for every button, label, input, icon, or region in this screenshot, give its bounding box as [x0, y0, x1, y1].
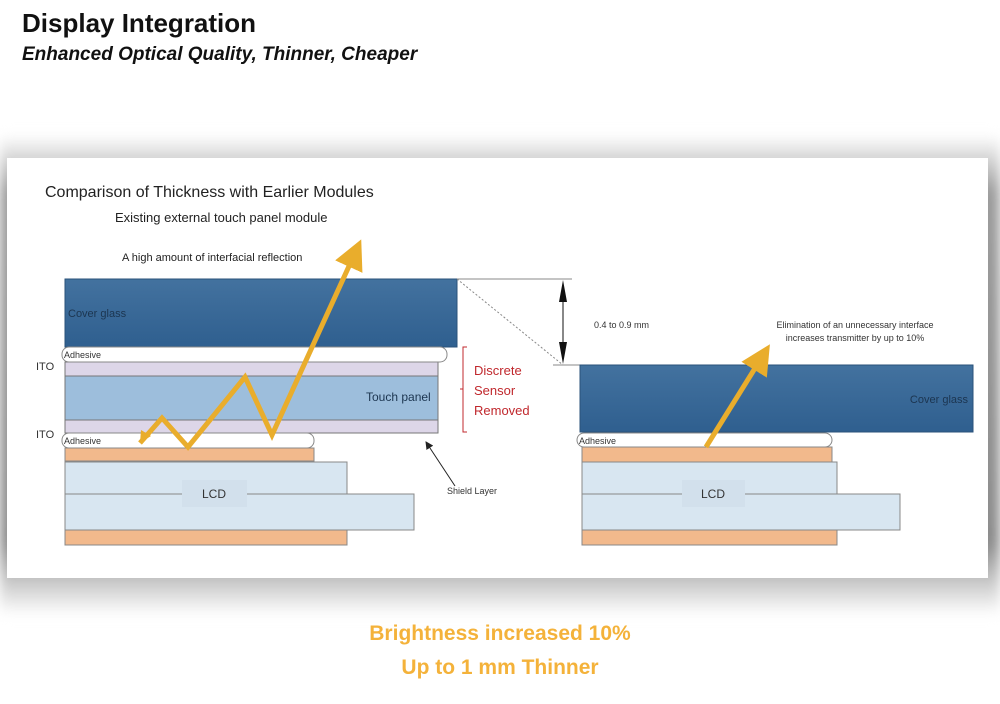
- right-polarizer-bottom: [581, 529, 838, 546]
- discrete-sensor-bracket: [460, 346, 467, 433]
- dimension-arrowheads: [559, 280, 567, 364]
- touch-panel-label: Touch panel: [366, 390, 431, 404]
- reflection-arrowhead: [140, 430, 151, 443]
- dimension-diagonal: [456, 278, 564, 366]
- reflection-note: A high amount of interfacial reflection: [122, 252, 302, 264]
- ito-top-layer: [64, 361, 439, 377]
- right-note-line1: Elimination of an unnecessary interface: [776, 320, 933, 330]
- slide-title: Display Integration: [22, 8, 257, 38]
- adhesive-top-label: Adhesive: [64, 350, 101, 360]
- footer-brightness: Brightness increased 10%: [369, 622, 631, 645]
- shield-layer-label: Shield Layer: [447, 486, 497, 496]
- shield-layer-pointer: [425, 441, 456, 487]
- transmission-arrow: [703, 344, 770, 449]
- footer-thinner: Up to 1 mm Thinner: [401, 656, 599, 679]
- right-polarizer-top: [581, 446, 833, 463]
- right-adhesive-label: Adhesive: [579, 436, 616, 446]
- ito-bottom-label: ITO: [36, 429, 55, 441]
- left-polarizer-bottom: [64, 529, 348, 546]
- right-lcd-label-box: [682, 480, 745, 507]
- left-cover-glass: [64, 278, 458, 348]
- reflection-arrow: [138, 239, 363, 451]
- bracket-label-line3: Removed: [474, 403, 530, 418]
- left-lcd-label: LCD: [202, 487, 226, 501]
- dimension-label: 0.4 to 0.9 mm: [594, 320, 649, 330]
- adhesive-bottom-label: Adhesive: [64, 436, 101, 446]
- right-cover-glass-label: Cover glass: [910, 394, 969, 406]
- left-stack: Cover glass Touch panel Adhesive ITO ITO…: [36, 239, 458, 546]
- right-lcd-label: LCD: [701, 487, 725, 501]
- left-cover-glass-label: Cover glass: [68, 308, 127, 320]
- left-polarizer-top: [64, 447, 315, 462]
- right-stack: Cover glass Adhesive LCD: [576, 344, 974, 546]
- right-note-line2: increases transmitter by up to 10%: [786, 333, 925, 343]
- slide-subtitle: Enhanced Optical Quality, Thinner, Cheap…: [22, 44, 418, 65]
- ito-bottom-layer: [64, 419, 439, 434]
- touch-panel-layer: [64, 375, 439, 421]
- bracket-label-line2: Sensor: [474, 383, 516, 398]
- ito-top-label: ITO: [36, 361, 55, 373]
- diagram-subheading: Existing external touch panel module: [115, 210, 327, 225]
- adhesive-top-layer: [61, 346, 448, 363]
- bracket-label-line1: Discrete: [474, 363, 522, 378]
- right-cover-glass: [579, 364, 974, 433]
- diagram-heading: Comparison of Thickness with Earlier Mod…: [45, 184, 374, 201]
- left-lcd-label-box: [182, 480, 247, 507]
